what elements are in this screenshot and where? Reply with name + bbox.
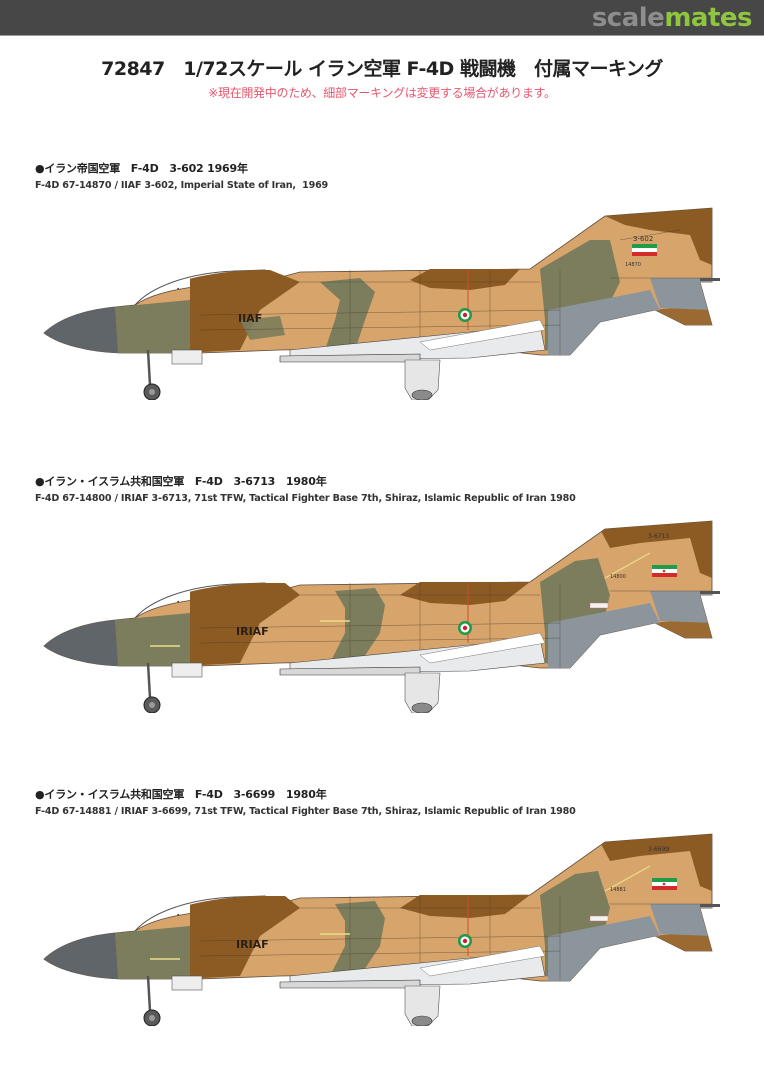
- profile-heading: ●イラン帝国空軍 F-4D 3-602 1969年: [35, 162, 248, 175]
- aircraft-profile-f4d: IRIAF 3-6699 14881: [43, 833, 720, 1026]
- fuselage-marking: IRIAF: [236, 625, 269, 638]
- page-title: 72847 1/72スケール イラン空軍 F-4D 戦闘機 付属マーキング: [101, 58, 663, 80]
- logo-text-mates: mates: [664, 3, 752, 33]
- profile-description: F-4D 67-14881 / IRIAF 3-6699, 71st TFW, …: [35, 806, 576, 817]
- tail-number: 3-602: [633, 235, 653, 243]
- aircraft-profile-f4d: IRIAF 3-6713 14800: [43, 520, 720, 713]
- site-header-bar: scalemates: [0, 0, 764, 36]
- profile-section-3: ●イラン・イスラム共和国空軍 F-4D 3-6699 1980年 F-4D 67…: [0, 786, 764, 1086]
- tail-number: 3-6699: [648, 846, 669, 853]
- profile-description: F-4D 67-14870 / IIAF 3-602, Imperial Sta…: [35, 180, 329, 191]
- aircraft-profile-f4d: IIAF 3-602 14870: [43, 207, 720, 400]
- tail-serial: 14870: [625, 262, 641, 268]
- profile-description: F-4D 67-14800 / IRIAF 3-6713, 71st TFW, …: [35, 493, 576, 504]
- fuselage-marking: IRIAF: [236, 938, 269, 951]
- tail-number: 3-6713: [648, 533, 669, 540]
- scalemates-logo[interactable]: scalemates: [591, 3, 753, 33]
- tail-serial: 14881: [610, 887, 626, 893]
- profile-heading: ●イラン・イスラム共和国空軍 F-4D 3-6713 1980年: [35, 475, 327, 488]
- disclaimer-note: ※現在開発中のため、細部マーキングは変更する場合があります。: [208, 86, 556, 100]
- fuselage-marking: IIAF: [238, 312, 262, 325]
- tail-serial: 14800: [610, 574, 626, 580]
- profile-section-1: ●イラン帝国空軍 F-4D 3-602 1969年 F-4D 67-14870 …: [0, 160, 764, 460]
- logo-text-scale: scale: [591, 3, 665, 33]
- profile-section-2: ●イラン・イスラム共和国空軍 F-4D 3-6713 1980年 F-4D 67…: [0, 473, 764, 773]
- profile-heading: ●イラン・イスラム共和国空軍 F-4D 3-6699 1980年: [35, 788, 327, 801]
